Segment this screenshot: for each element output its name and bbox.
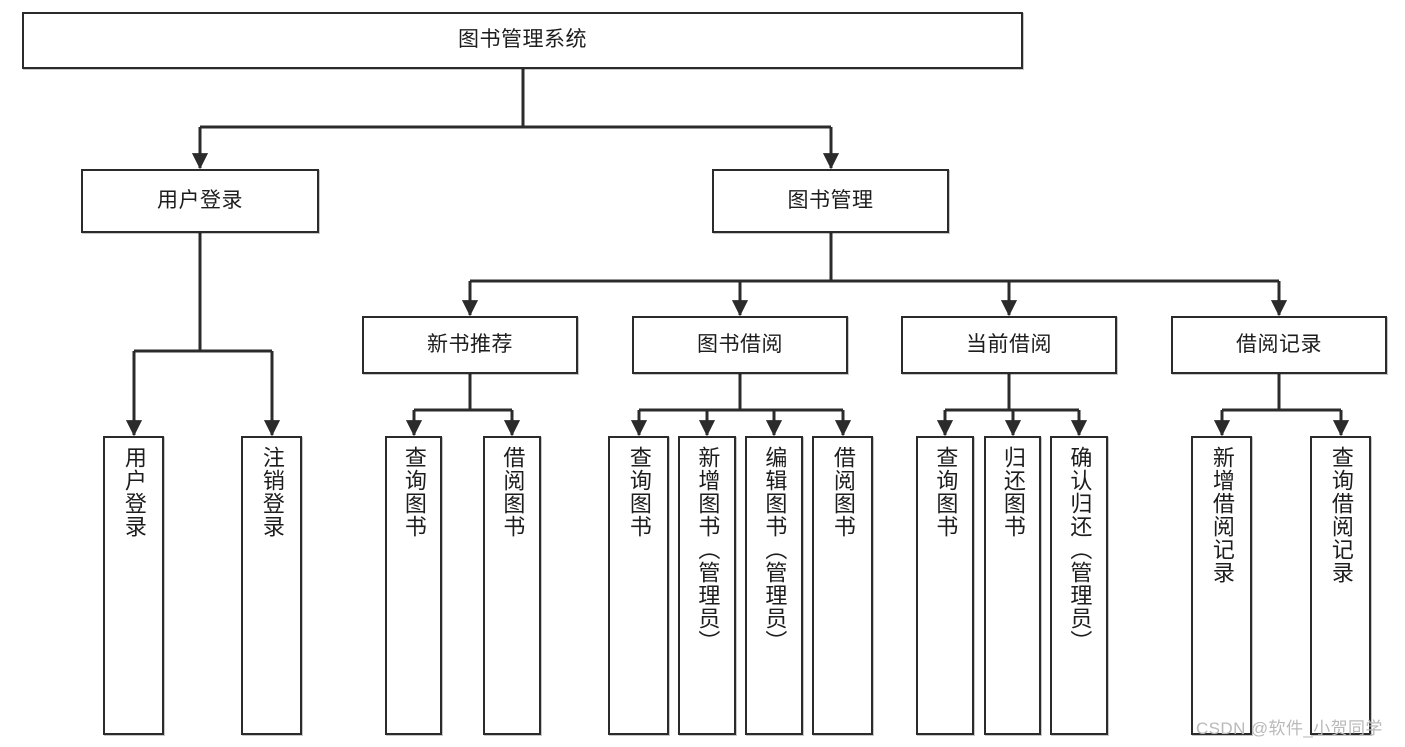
node-label: 图书管理 xyxy=(787,188,874,212)
node-label: 图书管理系统 xyxy=(458,28,587,52)
node-leaf-bb-query[interactable]: 查询图书 xyxy=(608,436,669,735)
node-label: 查询图书 xyxy=(933,446,959,538)
watermark-text: CSDN @软件_小贺同学 xyxy=(1196,719,1383,738)
node-leaf-cb-query[interactable]: 查询图书 xyxy=(916,436,974,735)
node-new-book-rec[interactable]: 新书推荐 xyxy=(362,316,578,374)
node-label: 注销登录 xyxy=(259,446,285,538)
node-label: 查询借阅记录 xyxy=(1328,446,1354,584)
node-leaf-br-query[interactable]: 查询借阅记录 xyxy=(1310,436,1371,735)
node-label: 查询图书 xyxy=(401,446,427,538)
node-label: 编辑图书（管理员） xyxy=(762,446,788,653)
node-label: 用户登录 xyxy=(121,446,147,538)
node-label: 用户登录 xyxy=(157,188,243,212)
node-label: 当前借阅 xyxy=(966,332,1052,356)
node-label: 图书借阅 xyxy=(697,332,783,356)
node-leaf-bb-edit[interactable]: 编辑图书（管理员） xyxy=(745,436,803,735)
node-label: 查询图书 xyxy=(626,446,652,538)
node-label: 借阅记录 xyxy=(1236,332,1322,356)
node-label: 新增图书（管理员） xyxy=(695,446,721,653)
node-leaf-rec-query[interactable]: 查询图书 xyxy=(385,436,442,735)
node-leaf-cb-return[interactable]: 归还图书 xyxy=(984,436,1041,735)
node-label: 借阅图书 xyxy=(830,446,856,538)
node-leaf-br-add[interactable]: 新增借阅记录 xyxy=(1191,436,1252,735)
node-label: 新增借阅记录 xyxy=(1209,446,1235,584)
node-leaf-rec-borrow[interactable]: 借阅图书 xyxy=(483,436,541,735)
node-label: 确认归还（管理员） xyxy=(1067,446,1093,653)
node-leaf-user-logout[interactable]: 注销登录 xyxy=(241,436,302,735)
node-label: 归还图书 xyxy=(1000,446,1026,538)
node-leaf-cb-confirm[interactable]: 确认归还（管理员） xyxy=(1050,436,1108,735)
node-leaf-user-login[interactable]: 用户登录 xyxy=(103,436,164,735)
node-book-manage[interactable]: 图书管理 xyxy=(712,169,949,233)
node-current-borrow[interactable]: 当前借阅 xyxy=(901,316,1117,374)
node-leaf-bb-borrow[interactable]: 借阅图书 xyxy=(812,436,873,735)
node-borrow-record[interactable]: 借阅记录 xyxy=(1171,316,1387,374)
node-book-borrow[interactable]: 图书借阅 xyxy=(632,316,848,374)
node-root[interactable]: 图书管理系统 xyxy=(22,12,1023,69)
node-user-login[interactable]: 用户登录 xyxy=(81,169,319,233)
node-label: 新书推荐 xyxy=(427,332,513,356)
node-label: 借阅图书 xyxy=(500,446,526,538)
node-leaf-bb-add[interactable]: 新增图书（管理员） xyxy=(678,436,736,735)
